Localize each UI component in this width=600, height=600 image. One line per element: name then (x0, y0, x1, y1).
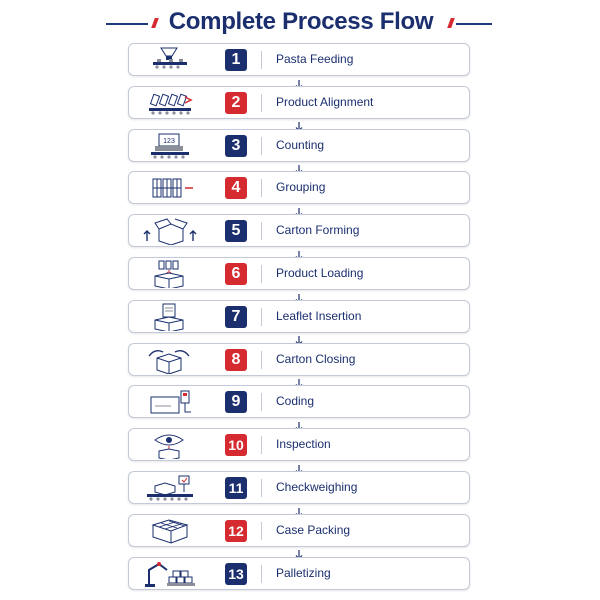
step-card: 10 Inspection (128, 428, 470, 462)
step-number-badge: 6 (225, 263, 247, 285)
step-number-badge: 4 (225, 177, 247, 200)
step-divider (261, 307, 262, 326)
page-title: Complete Process Flow (168, 8, 434, 35)
flow-arrow-down-icon (293, 333, 305, 346)
step-label: Product Loading (276, 266, 364, 280)
title-rule-left (106, 23, 148, 25)
step-card: 9 Coding (128, 385, 470, 419)
step-divider (261, 350, 262, 369)
step-label: Carton Closing (276, 351, 356, 366)
alignment-conveyor-icon (139, 89, 199, 117)
step-divider (261, 136, 262, 155)
step-number-badge: 3 (225, 134, 247, 157)
step-card: 4 Grouping (128, 171, 470, 205)
step-divider (261, 93, 262, 112)
step-card: 11 Checkweighing (128, 471, 470, 504)
step-divider (261, 479, 262, 497)
svg-text:123: 123 (163, 138, 175, 145)
step-card: 12 Case Packing (128, 513, 470, 547)
step-card: 8 Carton Closing (128, 342, 470, 376)
step-card: 1 Pasta Feeding (128, 43, 470, 76)
step-card: 123 3 Counting (128, 128, 470, 162)
title-rule-right (456, 23, 492, 25)
step-label: Palletizing (276, 565, 331, 580)
step-label: Inspection (276, 437, 331, 452)
checkweigher-icon (139, 474, 199, 502)
step-number-badge: 9 (225, 391, 247, 414)
step-label: Coding (276, 394, 315, 409)
step-number-badge: 12 (225, 519, 247, 542)
step-label: Pasta Feeding (276, 52, 354, 66)
step-label: Grouping (276, 180, 326, 195)
step-card: 2 Product Alignment (128, 85, 470, 119)
step-label: Carton Forming (276, 223, 360, 238)
step-divider (261, 436, 262, 455)
step-divider (261, 222, 262, 241)
step-number-badge: 1 (225, 49, 247, 71)
header: Complete Process Flow (0, 6, 600, 38)
title-accent-left (151, 18, 159, 28)
step-divider (261, 564, 262, 583)
step-label: Case Packing (276, 522, 351, 537)
inspection-eye-icon (139, 431, 199, 461)
product-loading-icon (139, 260, 199, 290)
flow-arrow-down-icon (293, 119, 305, 132)
step-card: 6 Product Loading (128, 257, 470, 290)
carton-forming-icon (139, 217, 199, 246)
step-number-badge: 13 (225, 562, 247, 585)
step-card: 13 Palletizing (128, 556, 470, 590)
step-label: Product Alignment (276, 94, 374, 109)
step-number-badge: 7 (225, 305, 247, 328)
step-divider (261, 265, 262, 283)
step-number-badge: 11 (225, 477, 247, 499)
leaflet-insertion-icon (139, 303, 199, 333)
coding-printer-icon (139, 388, 199, 416)
robot-palletizer-icon (139, 560, 199, 588)
carton-closing-icon (139, 346, 199, 375)
step-label: Leaflet Insertion (276, 308, 362, 323)
step-number-badge: 10 (225, 434, 247, 457)
step-divider (261, 179, 262, 198)
grouped-packs-icon (139, 174, 199, 202)
step-number-badge: 2 (225, 91, 247, 114)
step-divider (261, 51, 262, 69)
step-card: 7 Leaflet Insertion (128, 299, 470, 333)
title-accent-right (447, 18, 455, 28)
step-number-badge: 5 (225, 220, 247, 243)
flow-arrow-down-icon (293, 547, 305, 560)
step-divider (261, 521, 262, 540)
step-label: Counting (276, 137, 325, 152)
step-label: Checkweighing (276, 480, 358, 494)
counter-machine-icon: 123 (139, 132, 199, 160)
step-number-badge: 8 (225, 348, 247, 371)
step-divider (261, 393, 262, 412)
hopper-conveyor-icon (139, 46, 199, 74)
case-packing-icon (139, 517, 199, 545)
step-card: 5 Carton Forming (128, 214, 470, 248)
